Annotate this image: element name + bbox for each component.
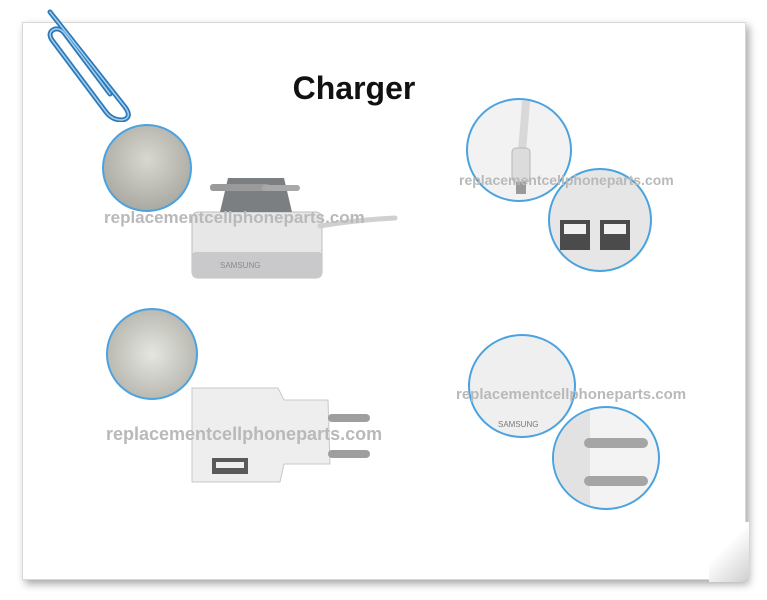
usb-wall-charger-image — [191, 387, 370, 483]
watermark-text: replacementcellphoneparts.com — [456, 386, 687, 403]
plug-pins-circle — [552, 406, 660, 510]
charger-with-cable-image: SAMSUNG — [191, 178, 398, 279]
page-title: Charger — [292, 70, 416, 106]
svg-text:SAMSUNG: SAMSUNG — [220, 261, 260, 270]
watermark-text: replacementcellphoneparts.com — [106, 424, 383, 444]
watermark-text: replacementcellphoneparts.com — [459, 172, 674, 188]
page-curl — [709, 522, 749, 582]
zoom-label-circle-bottom-left — [106, 308, 198, 400]
brand-closeup-circle: SAMSUNG — [468, 334, 576, 438]
dual-usb-ports-circle — [548, 168, 652, 272]
watermark-text: replacementcellphoneparts.com — [104, 208, 365, 227]
brand-label: SAMSUNG — [498, 420, 539, 429]
zoom-label-circle-top-left — [102, 124, 192, 212]
paperclip-icon — [47, 9, 131, 122]
micro-usb-connector-circle — [466, 98, 572, 202]
